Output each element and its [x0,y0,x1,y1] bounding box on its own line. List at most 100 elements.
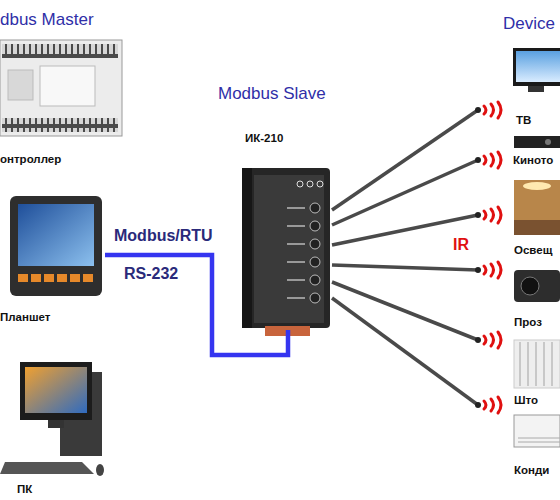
terminal-screws [2,118,118,132]
keyboard [0,462,94,474]
ir-wave-symbol [484,102,501,118]
pc-illustration [0,362,104,476]
rs232-wire [105,255,288,355]
ir-port [310,275,320,285]
lighting-illustration [514,180,560,235]
ir-port [310,221,320,231]
device-label: онтроллер [0,151,125,167]
ir-waves [484,102,501,413]
curtain-illustration [514,340,560,388]
tablet-button [31,274,41,282]
ac-device: Конди [478,395,560,478]
projector-body [514,270,560,302]
plc-illustration [0,40,122,136]
ir-wave [484,336,486,344]
ir-wave [498,207,501,223]
tablet-body [10,196,102,296]
group-heading: dbus Master [0,10,94,30]
io-module: ИК-210 [240,130,332,330]
ir-emitter-cable [332,110,478,210]
tablet-illustration [10,196,102,296]
port-mark [287,279,305,281]
projector-lens [521,277,539,295]
port-mark [287,207,305,209]
ceiling-light [523,182,551,190]
tablet-button [44,274,54,282]
terminal-screws [2,44,118,58]
receiver-knob [545,139,551,145]
ir-port [310,293,320,303]
terminal-strip [2,118,118,132]
receiver-body [514,136,560,148]
interface-name: RS-232 [124,265,178,283]
status-led [307,181,313,187]
ir-wave [484,156,486,164]
port-mark [287,225,305,227]
lighting-device: Освещ [478,175,560,258]
port-mark [287,261,305,263]
module-side [242,168,252,328]
ac-illustration [514,415,560,447]
projector-illustration [514,270,560,302]
device-label: ИК-210 [245,130,332,146]
ir-wave [491,154,494,166]
ir-wave [491,399,494,411]
projector-device: Проз [478,262,560,330]
ir-port [310,257,320,267]
emitter-tip [475,157,481,163]
ir-wave-symbol [484,332,501,348]
device-label: Конди [514,462,560,478]
ir-wave [484,106,486,114]
curtain-folds [520,342,552,386]
room-wall [514,180,560,235]
mouse [96,464,104,476]
ac-vents [518,438,560,442]
ir-wave [491,209,494,221]
emitter-tip [475,107,481,113]
tv-illustration [513,48,560,92]
ir-wave-symbol [484,152,501,168]
tv-screen [516,51,560,82]
room-floor [514,220,560,235]
status-led [297,181,303,187]
plc-body [0,40,122,136]
ir-emitter-cable [332,160,478,225]
device-label: ТВ [516,112,560,128]
ir-wave [491,334,494,346]
group-heading: Device [503,14,555,34]
group-heading: Modbus Slave [218,84,326,104]
terminal-strip [2,44,118,58]
port-mark [287,297,305,299]
curtain-window [514,340,560,388]
tablet-panel: Планшет [0,190,105,325]
device-label: Проз [514,314,560,330]
ir-port [310,203,320,213]
tablet-screen [18,204,94,266]
pc-workstation: ПК [0,355,105,497]
home-theater-device: Киното [478,130,560,168]
tablet-button [70,274,80,282]
ir-wave [484,266,486,274]
ir-wave [484,401,486,409]
ir-emitter-cable [332,298,478,405]
receiver-illustration [514,136,560,148]
device-label: Што [514,392,560,408]
tv-body [513,48,560,86]
ir-wave [498,152,501,168]
plc-port [8,70,33,100]
plc-controller: онтроллер [0,35,125,167]
emitter-tip [475,267,481,273]
ir-wave [498,332,501,348]
ir-wave [498,102,501,118]
ir-wave [491,104,494,116]
emitter-tip [475,212,481,218]
module-body [242,168,330,328]
ir-port [310,239,320,249]
signal-name: IR [453,236,469,254]
ir-emitter-cable [332,282,478,340]
ir-wave [498,397,501,413]
tv-device: ТВ [478,40,560,128]
